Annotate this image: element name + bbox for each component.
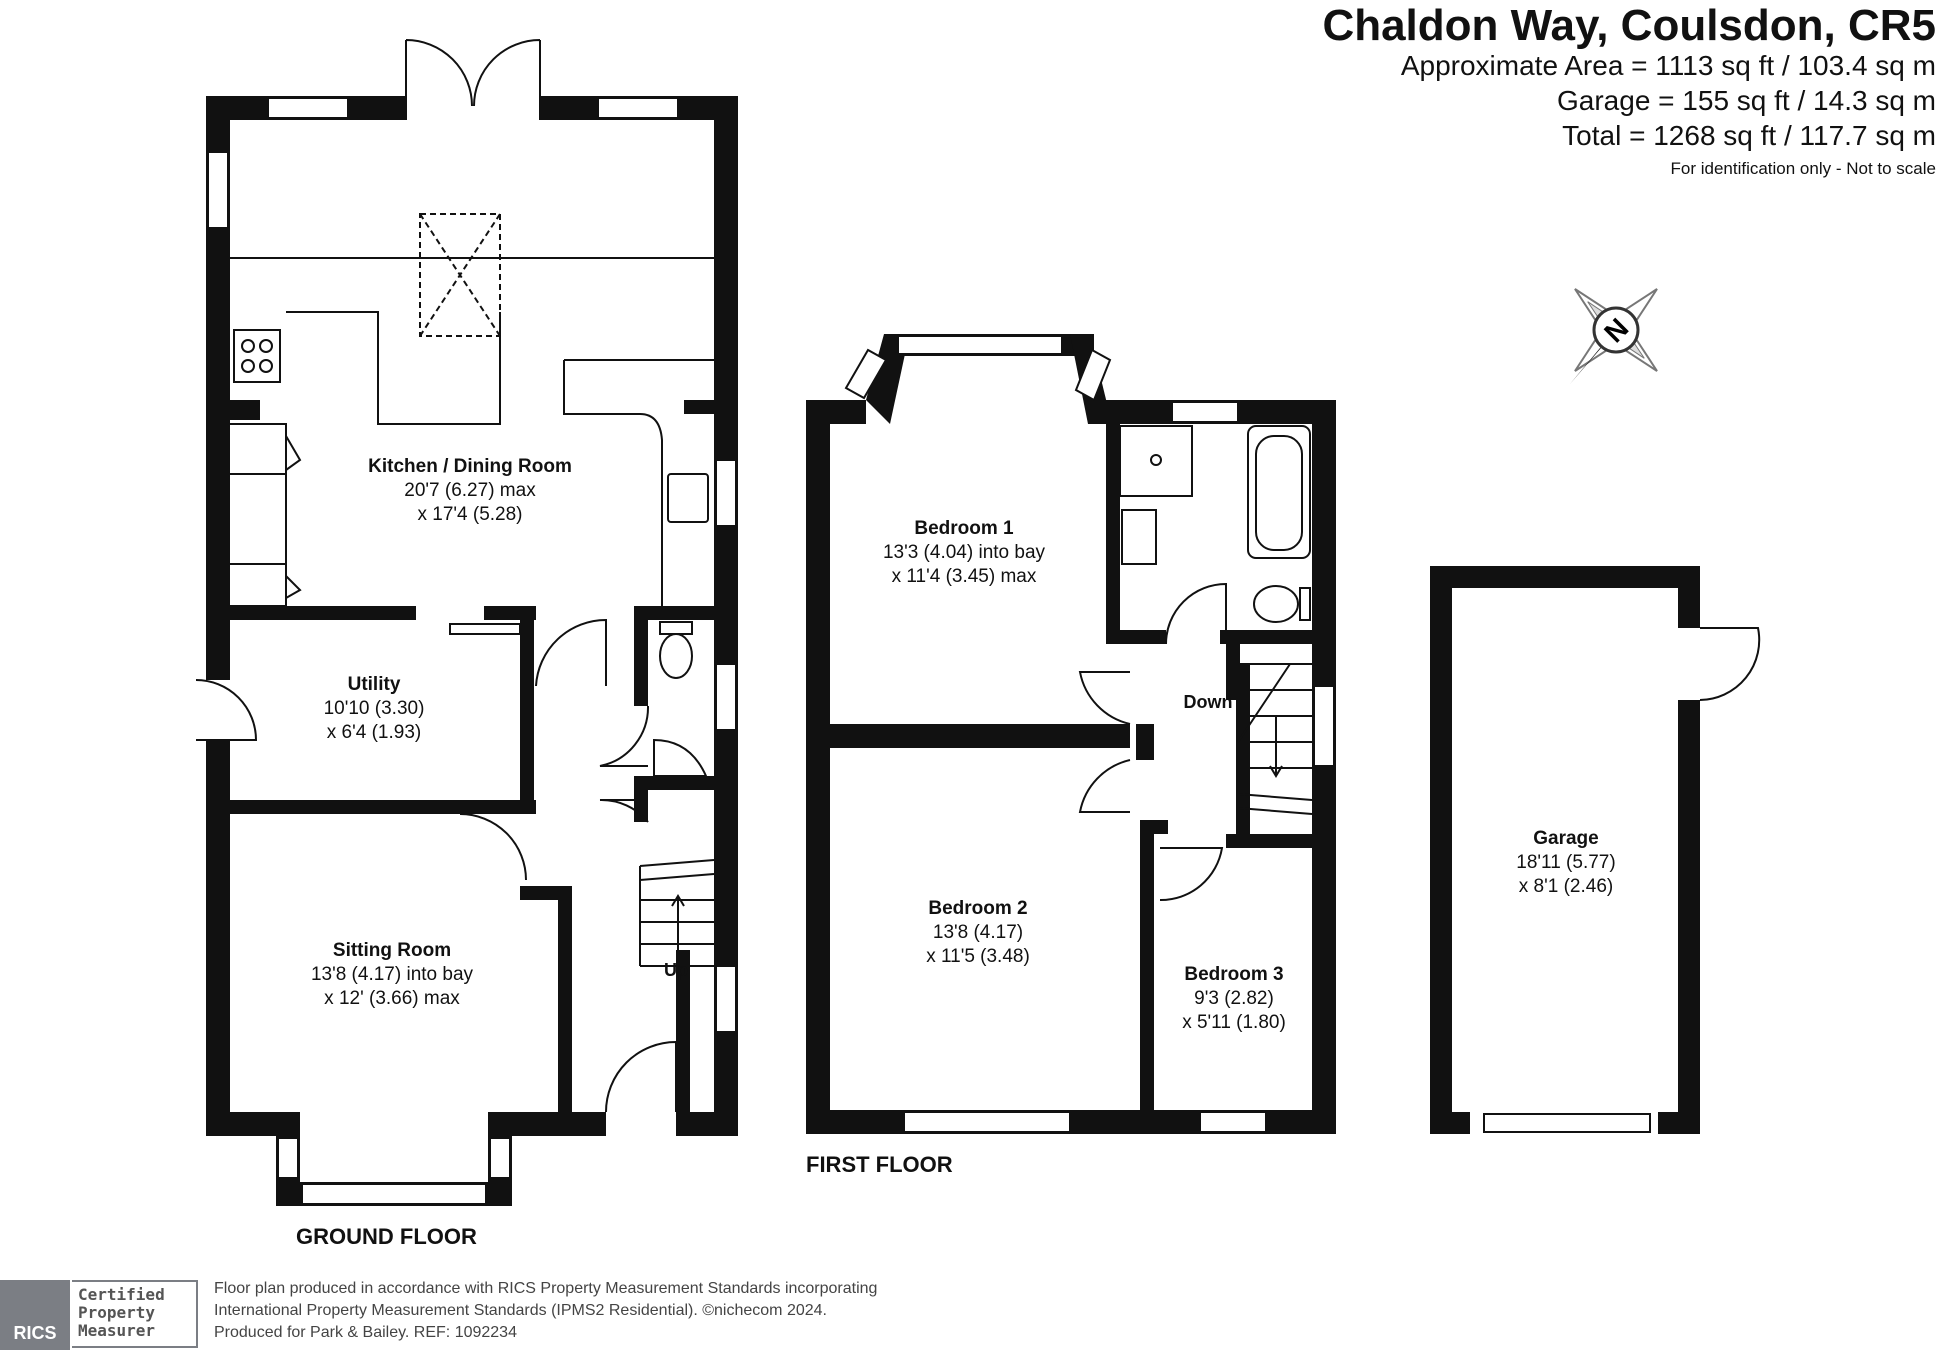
rics-badge: RICS	[0, 1280, 70, 1350]
sitting-room-dim-2: x 12' (3.66) max	[324, 988, 460, 1009]
sitting-room-dim-1: 13'8 (4.17) into bay	[311, 964, 474, 985]
ground-floor-plan	[196, 96, 738, 1206]
footer-line-1: Floor plan produced in accordance with R…	[214, 1280, 878, 1297]
garage-area: Garage = 155 sq ft / 14.3 sq m	[1557, 85, 1936, 116]
bedroom3-name: Bedroom 3	[1184, 964, 1283, 985]
bedroom1-dim-1: 13'3 (4.04) into bay	[883, 542, 1046, 563]
bedroom2-dim-1: 13'8 (4.17)	[933, 922, 1023, 943]
garage-dim-2: x 8'1 (2.46)	[1519, 876, 1613, 897]
title-block: Chaldon Way, Coulsdon, CR5 Approximate A…	[1036, 0, 1936, 181]
utility-dim-2: x 6'4 (1.93)	[327, 722, 421, 743]
utility-dim-1: 10'10 (3.30)	[324, 698, 425, 719]
utility-name: Utility	[348, 674, 401, 695]
rics-cert-line-2: Property	[78, 1303, 156, 1322]
bedroom1-name: Bedroom 1	[914, 518, 1014, 539]
bedroom2-dim-2: x 11'5 (3.48)	[926, 946, 1030, 967]
kitchen-name: Kitchen / Dining Room	[368, 456, 572, 477]
bedroom2-name: Bedroom 2	[928, 898, 1027, 919]
footer-disclaimer: Floor plan produced in accordance with R…	[214, 1278, 877, 1344]
garage-dim-1: 18'11 (5.77)	[1516, 852, 1615, 873]
kitchen-dim-1: 20'7 (6.27) max	[404, 480, 536, 501]
total-area: Total = 1268 sq ft / 117.7 sq m	[1562, 120, 1936, 151]
bedroom3-dim-1: 9'3 (2.82)	[1194, 988, 1274, 1009]
footer-line-3: Produced for Park & Bailey. REF: 1092234	[214, 1324, 517, 1341]
rics-logo: RICS Certified Property Measurer	[0, 1280, 200, 1350]
stairs-down-label: Down	[1184, 692, 1233, 712]
garage-name: Garage	[1533, 828, 1598, 849]
rics-cert-line-1: Certified	[78, 1285, 165, 1304]
page-title: Chaldon Way, Coulsdon, CR5	[1322, 1, 1936, 50]
sitting-room-name: Sitting Room	[333, 940, 451, 961]
first-floor-label: FIRST FLOOR	[806, 1152, 953, 1177]
rics-certification: Certified Property Measurer	[72, 1280, 198, 1348]
approx-area: Approximate Area = 1113 sq ft / 103.4 sq…	[1400, 50, 1936, 81]
kitchen-dim-2: x 17'4 (5.28)	[417, 504, 522, 525]
ground-floor-label: GROUND FLOOR	[296, 1224, 477, 1249]
scale-note: For identification only - Not to scale	[1670, 159, 1936, 178]
garage-plan	[1430, 566, 1700, 1134]
compass: N	[1570, 288, 1658, 384]
stairs-up-label: Up	[664, 960, 688, 980]
bedroom1-dim-2: x 11'4 (3.45) max	[892, 566, 1037, 587]
rics-cert-line-3: Measurer	[78, 1321, 156, 1340]
bedroom3-dim-2: x 5'11 (1.80)	[1182, 1012, 1286, 1033]
footer-line-2: International Property Measurement Stand…	[214, 1302, 827, 1319]
